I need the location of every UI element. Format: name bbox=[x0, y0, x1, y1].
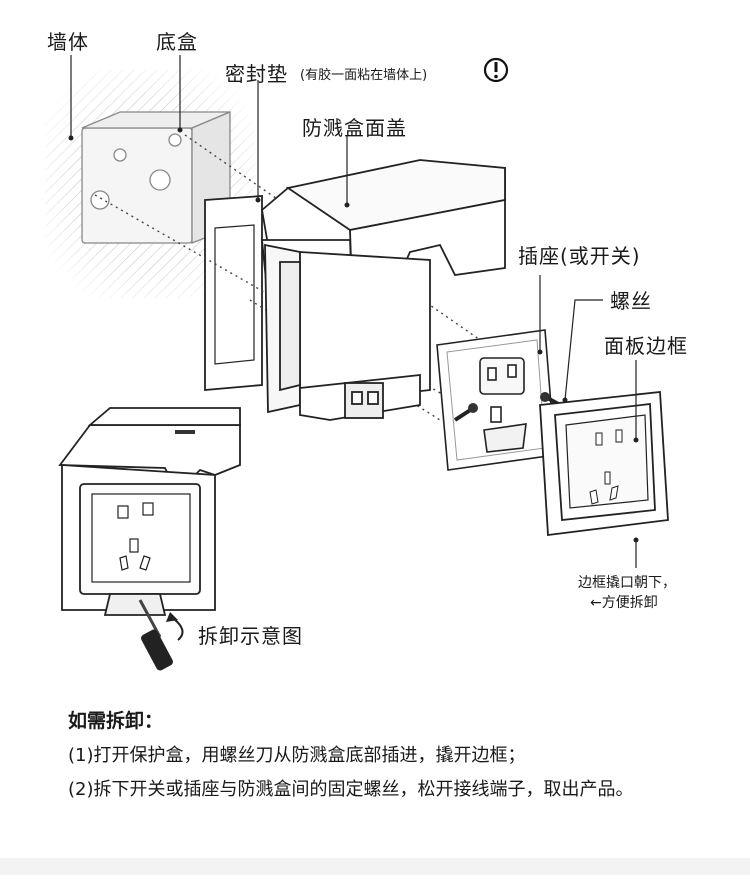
bottom-bar bbox=[0, 858, 750, 875]
frame-leader-dot bbox=[633, 437, 639, 443]
screw-left bbox=[453, 403, 478, 422]
disassembly-illustration bbox=[58, 407, 241, 616]
socket-leader-dot bbox=[537, 349, 543, 355]
label-frame-note-1: 边框撬口朝下， bbox=[578, 575, 676, 591]
label-cover: 防溅盒面盖 bbox=[302, 116, 407, 140]
label-back-box: 底盒 bbox=[156, 30, 198, 54]
label-frame-note-2: ←方便拆卸 bbox=[590, 595, 658, 611]
label-disassembly: 拆卸示意图 bbox=[198, 624, 303, 648]
label-socket: 插座(或开关) bbox=[518, 244, 641, 268]
face-frame bbox=[539, 391, 669, 537]
instruction-step-1: (1)打开保护盒，用螺丝刀从防溅盒底部插进，撬开边框； bbox=[68, 745, 526, 766]
instructions-title: 如需拆卸： bbox=[68, 710, 164, 732]
gasket bbox=[204, 195, 263, 391]
frame-note-leader-dot bbox=[633, 537, 639, 543]
label-wall: 墙体 bbox=[47, 30, 89, 54]
wall-leader-dot bbox=[68, 135, 74, 141]
gasket-leader-dot bbox=[255, 197, 261, 203]
instruction-step-2: (2)拆下开关或插座与防溅盒间的固定螺丝，松开接线端子，取出产品。 bbox=[68, 779, 634, 800]
label-gasket: 密封垫 bbox=[225, 62, 288, 86]
cover-leader-dot bbox=[344, 202, 350, 208]
box-leader-dot bbox=[177, 127, 183, 133]
screw-leader-dot bbox=[562, 397, 568, 403]
label-screw: 螺丝 bbox=[610, 289, 652, 313]
label-frame: 面板边框 bbox=[604, 334, 688, 358]
screw-leader bbox=[564, 299, 603, 401]
screwdriver bbox=[138, 599, 184, 671]
socket-module bbox=[436, 329, 556, 471]
cover-box bbox=[261, 159, 506, 421]
warning-icon bbox=[483, 57, 509, 83]
label-gasket-note: (有胶一面粘在墙体上) bbox=[300, 68, 428, 83]
